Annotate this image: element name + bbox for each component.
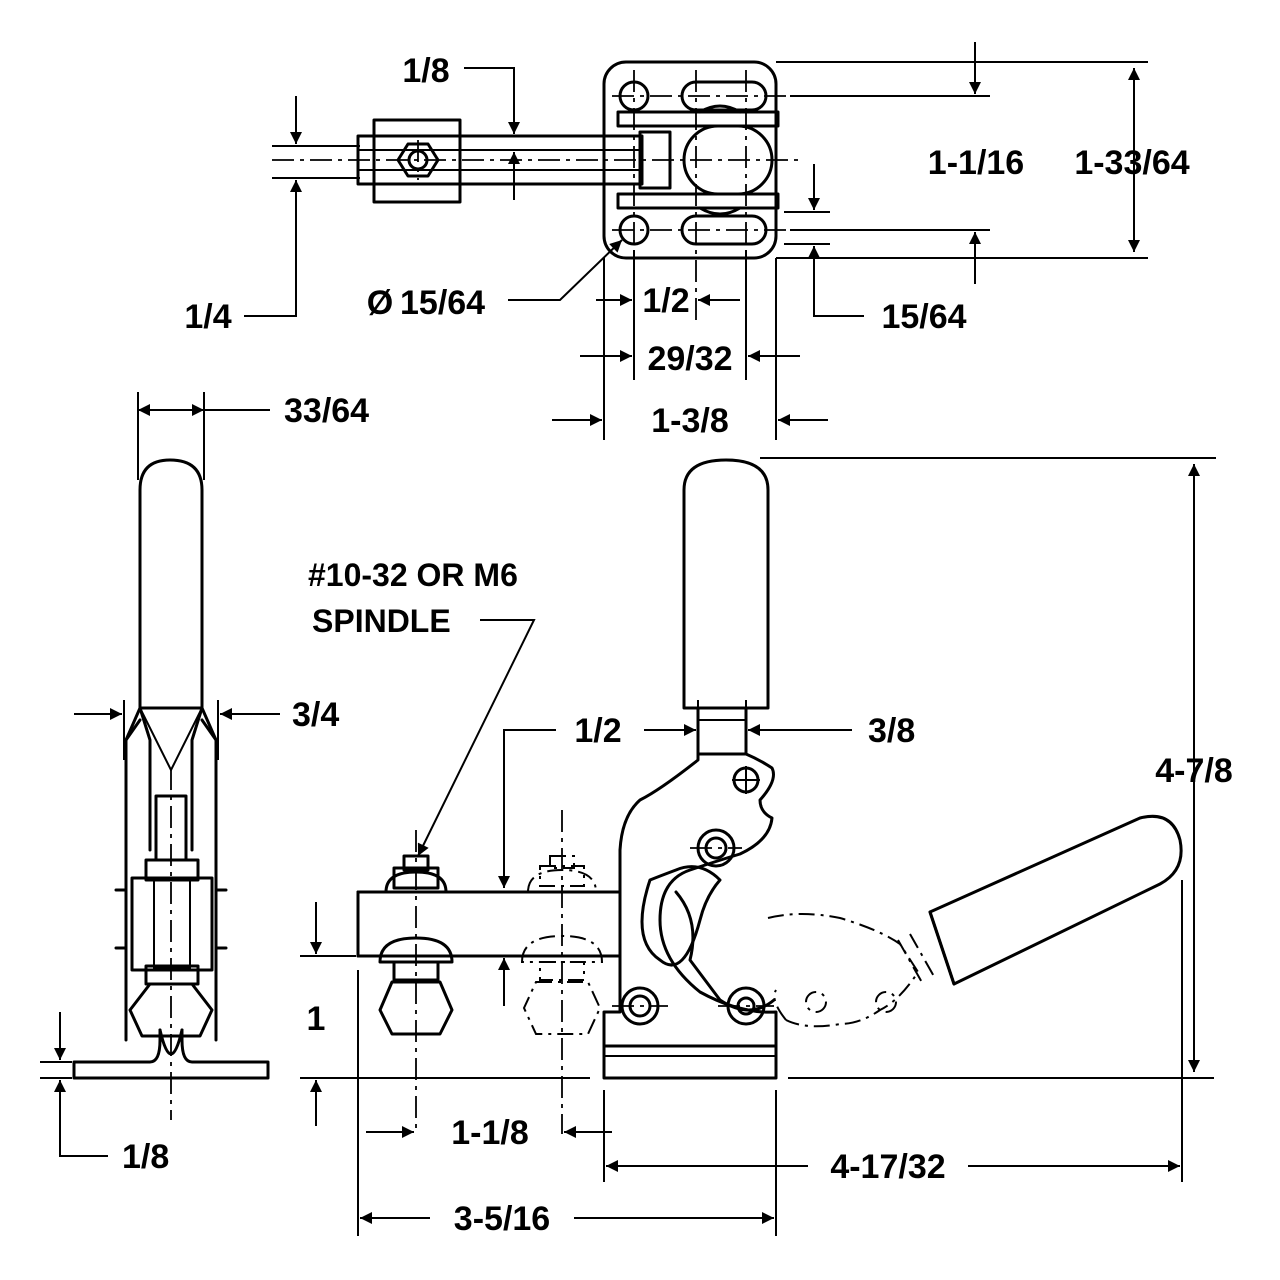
dim-hole-diameter: 15/64 xyxy=(400,284,485,322)
spindle-leader xyxy=(417,619,536,857)
arm-top xyxy=(616,110,780,128)
handle-open-phantom xyxy=(767,913,937,1028)
diameter-symbol: Ø xyxy=(367,284,393,322)
handle-collar xyxy=(696,706,748,756)
dim-main-4-17-32: 4-17/32 xyxy=(830,1148,945,1186)
dim-top-15-64: 15/64 xyxy=(881,298,966,336)
dim-top-1-8: 1/8 xyxy=(402,52,449,90)
dim-top-1-33-64: 1-33/64 xyxy=(1074,144,1189,182)
dim-main-4-7-8: 4-7/8 xyxy=(1155,752,1233,790)
dim-top-1-1-16: 1-1/16 xyxy=(928,144,1024,182)
end-view-spindle-tip xyxy=(128,982,214,1038)
handle-grip xyxy=(682,458,770,710)
top-view: 1/8 1/4 Ø 15/64 1/2 15/64 29/32 1-3/8 1-… xyxy=(184,42,1190,440)
dim-main-1: 1 xyxy=(307,1000,326,1038)
front-view: #10-32 OR M6 SPINDLE 1/2 3/8 4-7/8 1 1-1… xyxy=(300,457,1233,1238)
front-base xyxy=(602,1044,778,1080)
dim-side-3-4: 3/4 xyxy=(292,696,339,734)
dim-main-1-1-8: 1-1/8 xyxy=(451,1114,529,1152)
dim-top-29-32: 29/32 xyxy=(647,340,732,378)
dim-main-3-8: 3/8 xyxy=(868,712,915,750)
clamp-body xyxy=(602,752,778,1048)
spindle-note-line1: #10-32 OR M6 xyxy=(308,557,518,593)
pivot xyxy=(732,766,760,794)
dim-top-1-4: 1/4 xyxy=(184,298,231,336)
dim-side-33-64: 33/64 xyxy=(284,392,369,430)
spindle-note-line2: SPINDLE xyxy=(312,603,451,639)
clamp-arm xyxy=(356,890,622,958)
dim-top-1-2: 1/2 xyxy=(642,282,689,320)
dim-main-3-5-16: 3-5/16 xyxy=(454,1200,550,1238)
dim-side-1-8: 1/8 xyxy=(122,1138,169,1176)
end-view: 33/64 3/4 1/8 xyxy=(40,392,369,1176)
arm-bottom xyxy=(616,192,780,210)
dim-main-1-2: 1/2 xyxy=(574,712,621,750)
handle-open-grip xyxy=(928,814,1183,986)
dim-top-1-3-8: 1-3/8 xyxy=(651,402,729,440)
end-view-handle-grip xyxy=(138,458,204,710)
